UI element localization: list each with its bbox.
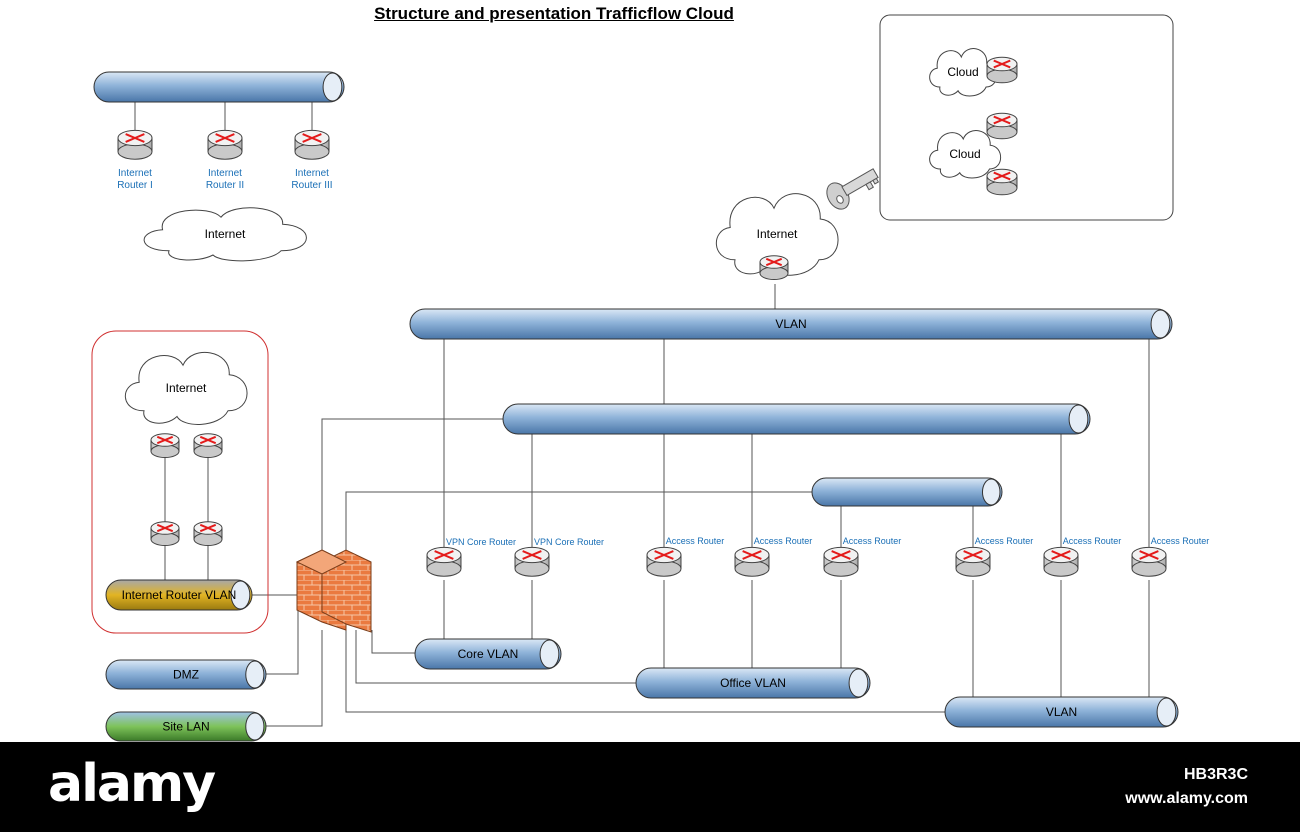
router-icon [207, 129, 243, 160]
main-vlan-pipe-label: VLAN [775, 317, 806, 331]
router-icon [986, 56, 1018, 84]
dmz-pipe [105, 659, 267, 690]
brand-logo: alamy [48, 754, 216, 814]
router-icon [193, 521, 223, 547]
router-icon [514, 546, 550, 577]
router-icon [986, 168, 1018, 196]
watermark-footer [0, 742, 1300, 832]
access-router-label: Access Router [975, 536, 1034, 546]
access-router-label: Access Router [1063, 536, 1122, 546]
router-icon [1131, 546, 1167, 577]
bottom-vlan-pipe [944, 696, 1179, 728]
cloud-2-label: Cloud [949, 147, 980, 161]
site-lan-pipe [105, 711, 267, 742]
site-url: www.alamy.com [1125, 790, 1248, 807]
access-router-label: Access Router [1151, 536, 1210, 546]
link-line [266, 630, 323, 727]
access-router-label: Access Router [843, 536, 902, 546]
core-vlan-pipe [414, 638, 562, 670]
site-lan-pipe-label: Site LAN [162, 720, 209, 734]
internet-cloud-top-left-label: Internet [205, 227, 246, 241]
second-backbone-pipe [502, 403, 1091, 435]
access-router-label: Access Router [666, 536, 725, 546]
internet-cloud-left-label: Internet [166, 381, 207, 395]
router-icon [734, 546, 770, 577]
link-line [321, 418, 503, 562]
office-vlan-pipe [635, 667, 871, 699]
access-router-label: Access Router [754, 536, 813, 546]
router-icon [1043, 546, 1079, 577]
router-icon [150, 521, 180, 547]
router-icon [426, 546, 462, 577]
cloud-1-label: Cloud [947, 65, 978, 79]
router-icon [294, 129, 330, 160]
router-icon [193, 433, 223, 459]
router-icon [955, 546, 991, 577]
router-icon [986, 112, 1018, 140]
vpn-core-router-label: VPN Core Router [534, 537, 604, 547]
core-vlan-pipe-label: Core VLAN [458, 647, 519, 661]
vpn-core-router-label: VPN Core Router [446, 537, 516, 547]
router-icon [759, 255, 789, 281]
router-icon [150, 433, 180, 459]
link-line [345, 630, 945, 713]
dmz-pipe-label: DMZ [173, 668, 199, 682]
bottom-vlan-pipe-label: VLAN [1046, 705, 1077, 719]
internet-cloud-left [124, 351, 248, 425]
internet-cloud-top-left [143, 207, 307, 262]
cloud-provider-box [879, 14, 1174, 221]
link-line [355, 630, 636, 684]
image-id: HB3R3C [1183, 766, 1248, 783]
router-icon [117, 129, 153, 160]
link-line [345, 491, 812, 552]
office-vlan-pipe-label: Office VLAN [720, 676, 786, 690]
router-icon [646, 546, 682, 577]
link-line [266, 600, 299, 675]
cloud-2 [929, 130, 1002, 179]
internet-router-zone [91, 330, 269, 634]
key-icon [826, 168, 880, 210]
link-line [371, 630, 415, 654]
internet-router-vlan-pipe [105, 579, 253, 611]
internet-router-vlan-pipe-label: Internet Router VLAN [122, 588, 237, 602]
page-title: Structure and presentation Trafficflow C… [374, 4, 734, 23]
firewall-icon [295, 549, 372, 633]
top-backbone-pipe [93, 71, 345, 103]
internet-cloud-main-label: Internet [757, 227, 798, 241]
third-backbone-pipe [811, 477, 1003, 507]
main-vlan-pipe [409, 308, 1173, 340]
router-icon [823, 546, 859, 577]
